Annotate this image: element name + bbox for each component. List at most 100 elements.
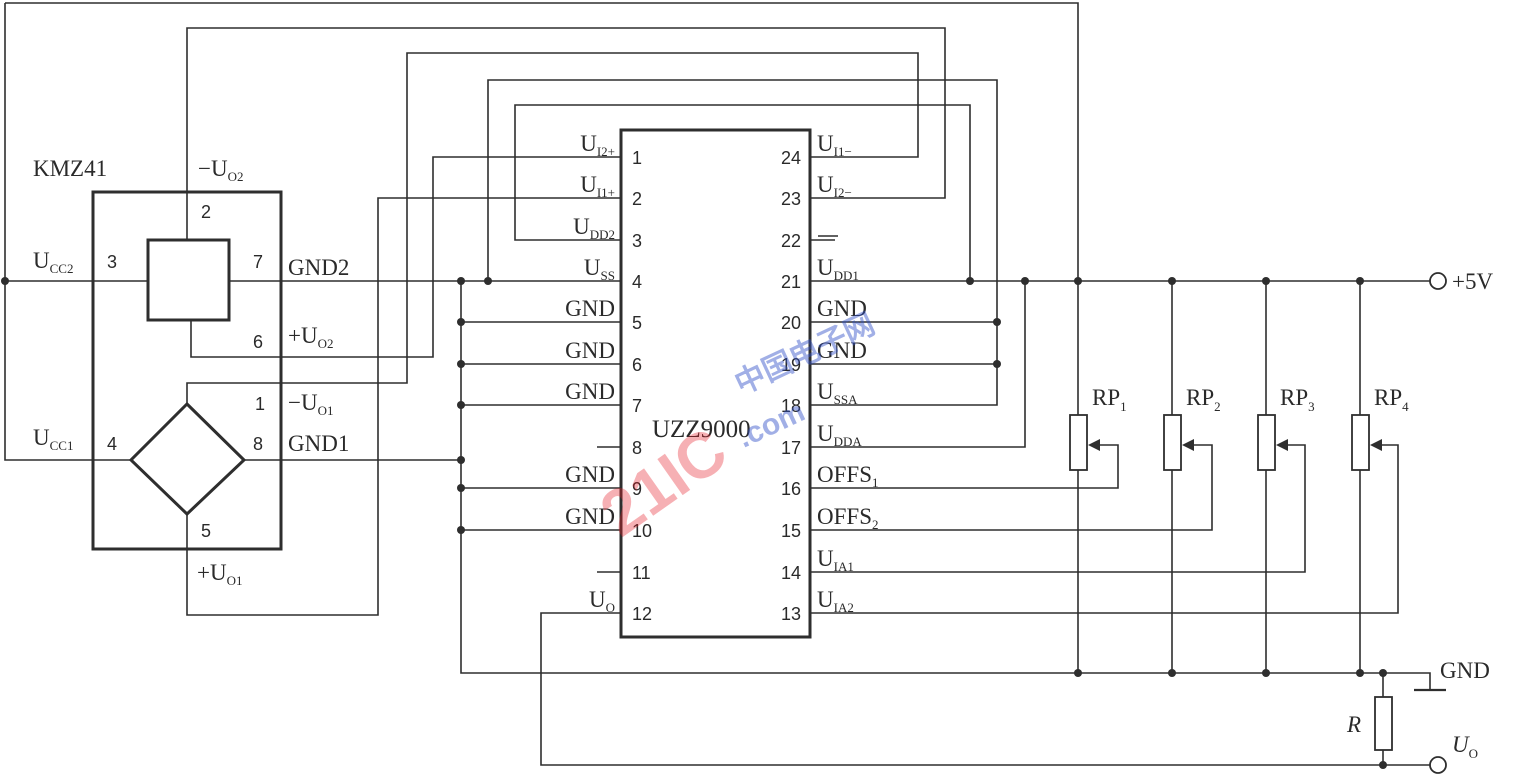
ic-pin-number: 20	[781, 313, 801, 333]
kmz-pin-3: 3	[107, 252, 117, 272]
uzz9000-chip	[619, 128, 812, 639]
pin-label-main: U	[584, 255, 601, 280]
ic-pin-number: 14	[781, 563, 801, 583]
junction-node	[484, 277, 492, 285]
ic-pin-label: OFFS1	[817, 462, 878, 490]
ic-pin-number: 2	[632, 189, 642, 209]
gnd-label: GND	[1440, 658, 1490, 683]
kmz-pin-7: 7	[253, 252, 263, 272]
rp3-body	[1257, 414, 1276, 471]
pin-label-main: U	[817, 255, 834, 280]
label-gnd1: GND1	[288, 431, 349, 456]
ic-pin-label: GND	[565, 379, 615, 404]
rp3-label: RP3	[1280, 385, 1315, 414]
pin-label-sub: I2−	[834, 185, 852, 200]
pin-label-main: GND	[565, 379, 615, 404]
ic-pin-number: 5	[632, 313, 642, 333]
kmz-pin-6: 6	[253, 332, 263, 352]
ic-pin-label: GND	[565, 504, 615, 529]
junction-node	[457, 360, 465, 368]
label-neg-uo2: −UO2	[198, 156, 243, 184]
junction-node	[1074, 669, 1082, 677]
pin-label-sub: DD2	[590, 227, 615, 242]
vcc-label: +5V	[1452, 269, 1493, 294]
pin-label-sub: SS	[601, 268, 615, 283]
sensor-bridge-1	[128, 401, 247, 517]
pin-label-main: U	[589, 587, 606, 612]
wire-uss-to-gnd-right	[487, 79, 998, 406]
ic-pin-number: 8	[632, 438, 642, 458]
wire-pin16-to-rp1	[810, 444, 1119, 489]
pin-label-main: GND	[565, 504, 615, 529]
ic-pin-number: 21	[781, 272, 801, 292]
label-pos-uo2: +UO2	[288, 323, 333, 351]
junction-node	[1168, 277, 1176, 285]
wire-output	[540, 612, 1430, 766]
ic-pin-number: 4	[632, 272, 642, 292]
junction-node	[457, 401, 465, 409]
rp4-body	[1351, 414, 1370, 471]
label-neg-uo1: −UO1	[288, 390, 333, 418]
rp1-label: RP1	[1092, 385, 1127, 414]
rp1-body	[1069, 414, 1088, 471]
junction-node	[1, 277, 9, 285]
junction-node	[1262, 277, 1270, 285]
pin-label-sub: 1	[872, 475, 879, 490]
ic-pin-label: UI1+	[580, 172, 615, 200]
resistor-r-body	[1374, 696, 1393, 751]
junction-node	[457, 526, 465, 534]
junction-node	[1074, 277, 1082, 285]
junction-node	[1379, 669, 1387, 677]
pin-label-main: OFFS	[817, 462, 872, 487]
wire-supply-top-loop	[5, 2, 1079, 281]
pin-label-main: U	[817, 131, 834, 156]
junction-node	[1021, 277, 1029, 285]
ic-pin-label: USSA	[817, 379, 858, 407]
label-ucc2: UCC2	[33, 248, 73, 276]
wire-udd2-to-vcc	[514, 104, 971, 281]
junction-node	[993, 360, 1001, 368]
wire-neg-uo2-to-pin23	[186, 27, 946, 240]
label-gnd2: GND2	[288, 255, 349, 280]
pot-labels: RP1 RP2 RP3 RP4	[1092, 385, 1409, 414]
ic-pin-number: 12	[632, 604, 652, 624]
junction-node	[966, 277, 974, 285]
junction-node	[457, 277, 465, 285]
ic-pin-number: 10	[632, 521, 652, 541]
wire-pos-uo1-to-pin2	[186, 197, 621, 616]
ic-pin-label: UI2−	[817, 172, 852, 200]
pin-label-main: U	[580, 172, 597, 197]
junction-node	[457, 484, 465, 492]
ic-pin-label: GND	[565, 296, 615, 321]
junction-node	[993, 318, 1001, 326]
pin-label-main: U	[817, 587, 834, 612]
ic-pin-label: OFFS2	[817, 504, 878, 532]
wire-pin15-to-rp2	[810, 444, 1213, 531]
wire-pin14-to-rp3	[810, 444, 1306, 573]
pin-label-sub: DDA	[834, 434, 863, 449]
kmz41-labels: KMZ41 −UO2 UCC2 GND2 +UO2 −UO1 UCC1 GND1…	[33, 156, 349, 588]
pin-label-main: GND	[817, 296, 867, 321]
kmz-pin-2: 2	[201, 202, 211, 222]
junction-node	[1262, 669, 1270, 677]
ic-pin-label: USS	[584, 255, 615, 283]
ic-name: UZZ9000	[652, 416, 751, 443]
ic-pin-label: GND	[565, 462, 615, 487]
kmz-pin-4: 4	[107, 434, 117, 454]
pin-label-main: U	[817, 379, 834, 404]
ic-pin-number: 7	[632, 396, 642, 416]
rp2-body	[1163, 414, 1182, 471]
label-ucc1: UCC1	[33, 425, 73, 453]
ic-pin-number: 11	[632, 563, 651, 583]
pin-label-main: U	[817, 546, 834, 571]
wire-pin17	[810, 281, 1026, 448]
sensor-bridge-2	[146, 238, 231, 322]
ic-pin-label: UDD2	[573, 214, 615, 242]
ic-pin-number: 1	[632, 148, 642, 168]
wire-pot-legs	[1077, 281, 1361, 673]
ic-pin-number: 22	[781, 231, 801, 251]
pin-label-sub: 2	[872, 517, 879, 532]
pin-label-sub: IA2	[834, 600, 854, 615]
